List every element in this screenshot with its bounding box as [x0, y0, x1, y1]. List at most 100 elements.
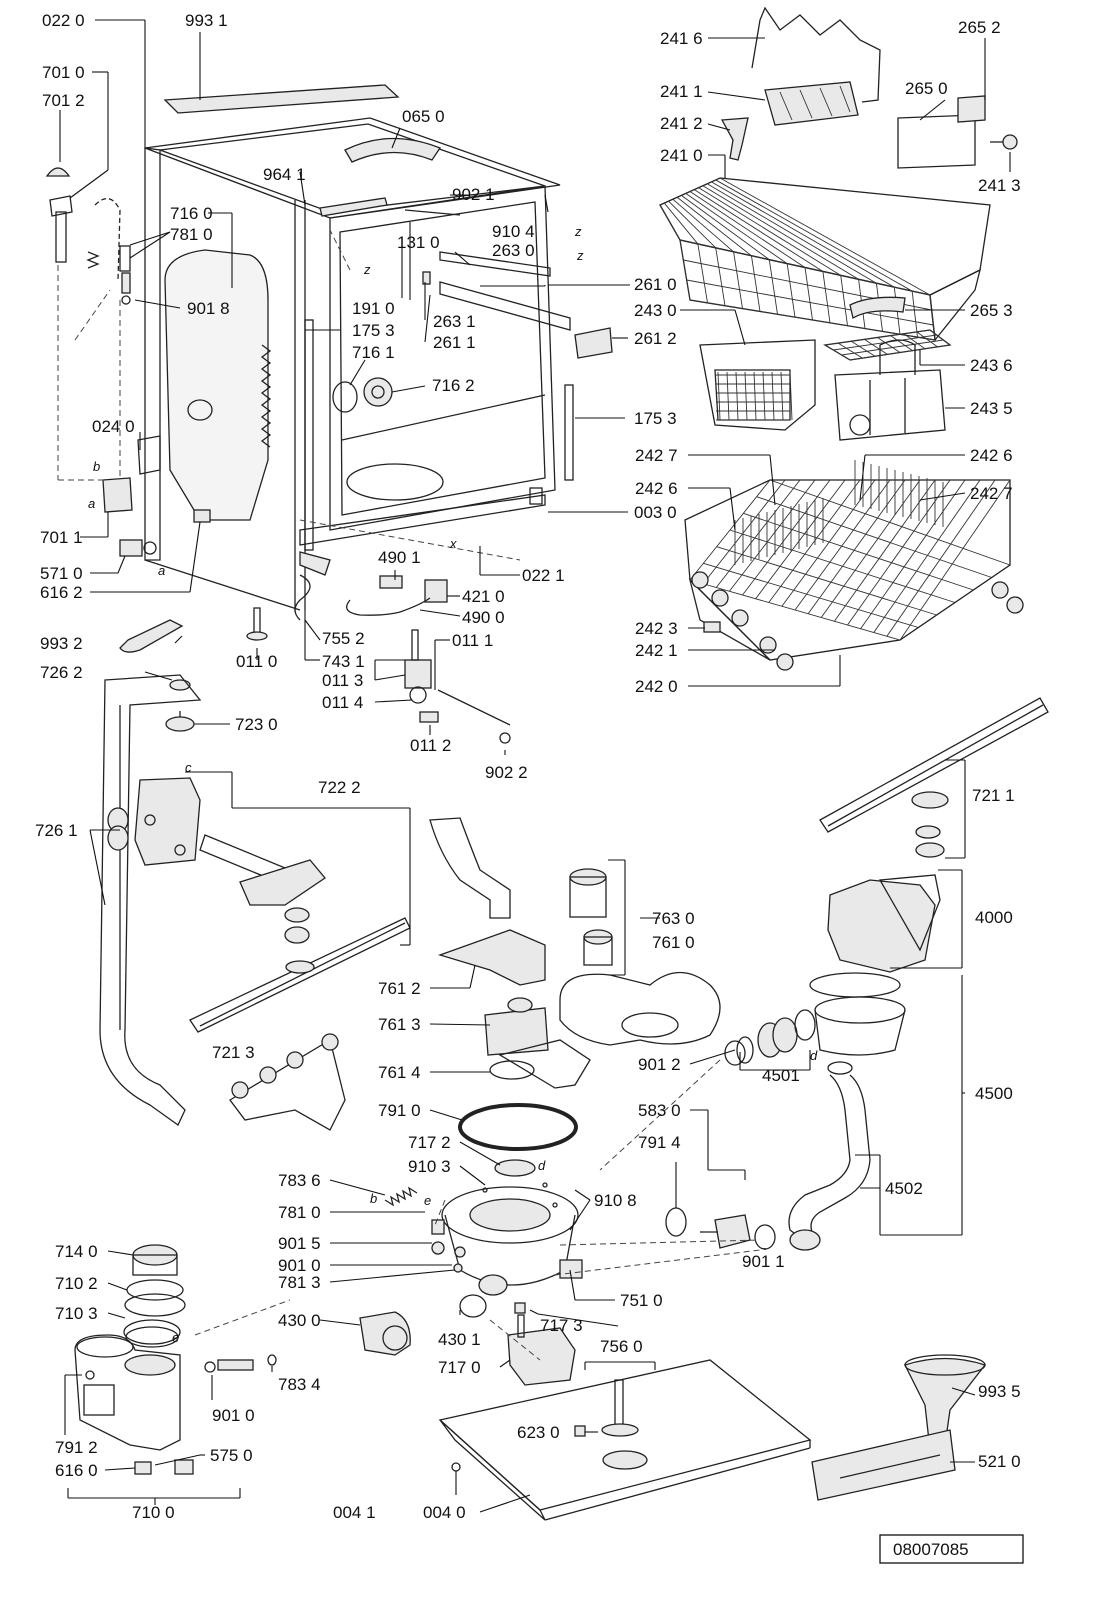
part-label: 4501 [762, 1066, 800, 1085]
part-label: 783 4 [278, 1375, 321, 1394]
part-label: 261 1 [433, 333, 476, 352]
connector-letter: b [370, 1191, 377, 1206]
part-label: 263 0 [492, 241, 535, 260]
cutlery-basket-grid [716, 371, 793, 421]
part-label: 701 1 [40, 528, 83, 547]
part-label: 4502 [885, 1179, 923, 1198]
connector-letter: a [158, 563, 165, 578]
part-label: 761 3 [378, 1015, 421, 1034]
part-label: 241 2 [660, 114, 703, 133]
part-label: 616 0 [55, 1461, 98, 1480]
part-label: 241 1 [660, 82, 703, 101]
part-label: 901 0 [278, 1256, 321, 1275]
part-label: 243 5 [970, 399, 1013, 418]
part-label: 421 0 [462, 587, 505, 606]
part-label: 242 3 [635, 619, 678, 638]
part-label: 191 0 [352, 299, 395, 318]
upper-basket-group [659, 6, 1024, 671]
part-label: 781 3 [278, 1273, 321, 1292]
part-label: 910 4 [492, 222, 535, 241]
part-label: 241 0 [660, 146, 703, 165]
part-label: 4000 [975, 908, 1013, 927]
part-label: 242 7 [635, 446, 678, 465]
part-label: 743 1 [322, 652, 365, 671]
part-label: 583 0 [638, 1101, 681, 1120]
part-label: 721 3 [212, 1043, 255, 1062]
part-label: 265 3 [970, 301, 1013, 320]
part-label: 783 6 [278, 1171, 321, 1190]
part-label: 726 2 [40, 663, 83, 682]
part-label: 242 6 [970, 446, 1013, 465]
part-label: 242 7 [970, 484, 1013, 503]
part-label: 243 6 [970, 356, 1013, 375]
part-label: 716 2 [432, 376, 475, 395]
connector-letter: d [810, 1048, 818, 1063]
part-label: 701 2 [42, 91, 85, 110]
part-label: 902 1 [452, 185, 495, 204]
upper-basket-grid [659, 177, 936, 341]
base-group [438, 1354, 987, 1521]
lower-basket-grid [689, 460, 1011, 641]
part-label: 265 0 [905, 79, 948, 98]
part-label: 761 4 [378, 1063, 421, 1082]
part-label: 726 1 [35, 821, 78, 840]
leader-lines [59, 19, 1011, 1513]
part-label: 716 0 [170, 204, 213, 223]
part-label: 242 0 [635, 677, 678, 696]
part-label: 716 1 [352, 343, 395, 362]
part-label: 717 2 [408, 1133, 451, 1152]
part-label: 791 2 [55, 1438, 98, 1457]
part-label: 243 0 [634, 301, 677, 320]
part-label: 755 2 [322, 629, 365, 648]
part-label: 175 3 [634, 409, 677, 428]
connector-letter: c [185, 760, 192, 775]
tub-assembly [45, 84, 613, 744]
part-label: 964 1 [263, 165, 306, 184]
part-label: 011 1 [452, 631, 493, 650]
part-label: 761 2 [378, 979, 421, 998]
connector-letter: e [172, 1330, 179, 1345]
part-label: 490 0 [462, 608, 505, 627]
part-label: 004 0 [423, 1503, 466, 1522]
part-label: 993 1 [185, 11, 228, 30]
connector-letter: d [538, 1158, 546, 1173]
part-label: 263 1 [433, 312, 476, 331]
connector-letter: a [88, 496, 95, 511]
part-label: 022 1 [522, 566, 565, 585]
part-label: 261 2 [634, 329, 677, 348]
connector-letters: z z z x a a b b c d d e e [88, 224, 818, 1345]
part-label: 430 1 [438, 1330, 481, 1349]
drawing-number-box [879, 1534, 1024, 1564]
part-label: 575 0 [210, 1446, 253, 1465]
part-label: 265 2 [958, 18, 1001, 37]
connector-letter: z [576, 248, 584, 263]
dashed-connectors [57, 229, 761, 1361]
part-label: 571 0 [40, 564, 83, 583]
part-label: 4500 [975, 1084, 1013, 1103]
part-label: 710 2 [55, 1274, 98, 1293]
part-label: 717 3 [540, 1316, 583, 1335]
part-label: 910 3 [408, 1157, 451, 1176]
connector-letter: z [363, 262, 371, 277]
part-label: 751 0 [620, 1291, 663, 1310]
part-label: 701 0 [42, 63, 85, 82]
part-label: 722 2 [318, 778, 361, 797]
part-label: 710 0 [132, 1503, 175, 1522]
connector-letter: z [574, 224, 582, 239]
part-label: 261 0 [634, 275, 677, 294]
part-label: 011 4 [322, 693, 363, 712]
drawing-number: 08007085 [893, 1540, 969, 1559]
part-label: 242 6 [635, 479, 678, 498]
part-label: 131 0 [397, 233, 440, 252]
part-label: 242 1 [635, 641, 678, 660]
part-label: 901 2 [638, 1055, 681, 1074]
part-label: 723 0 [235, 715, 278, 734]
part-label: 011 2 [410, 736, 451, 755]
part-label: 430 0 [278, 1311, 321, 1330]
part-labels: 022 0 993 1 701 0 701 2 065 0 964 1 902 … [35, 11, 1021, 1522]
part-label: 011 3 [322, 671, 363, 690]
part-label: 761 0 [652, 933, 695, 952]
part-label: 241 3 [978, 176, 1021, 195]
part-label: 756 0 [600, 1337, 643, 1356]
